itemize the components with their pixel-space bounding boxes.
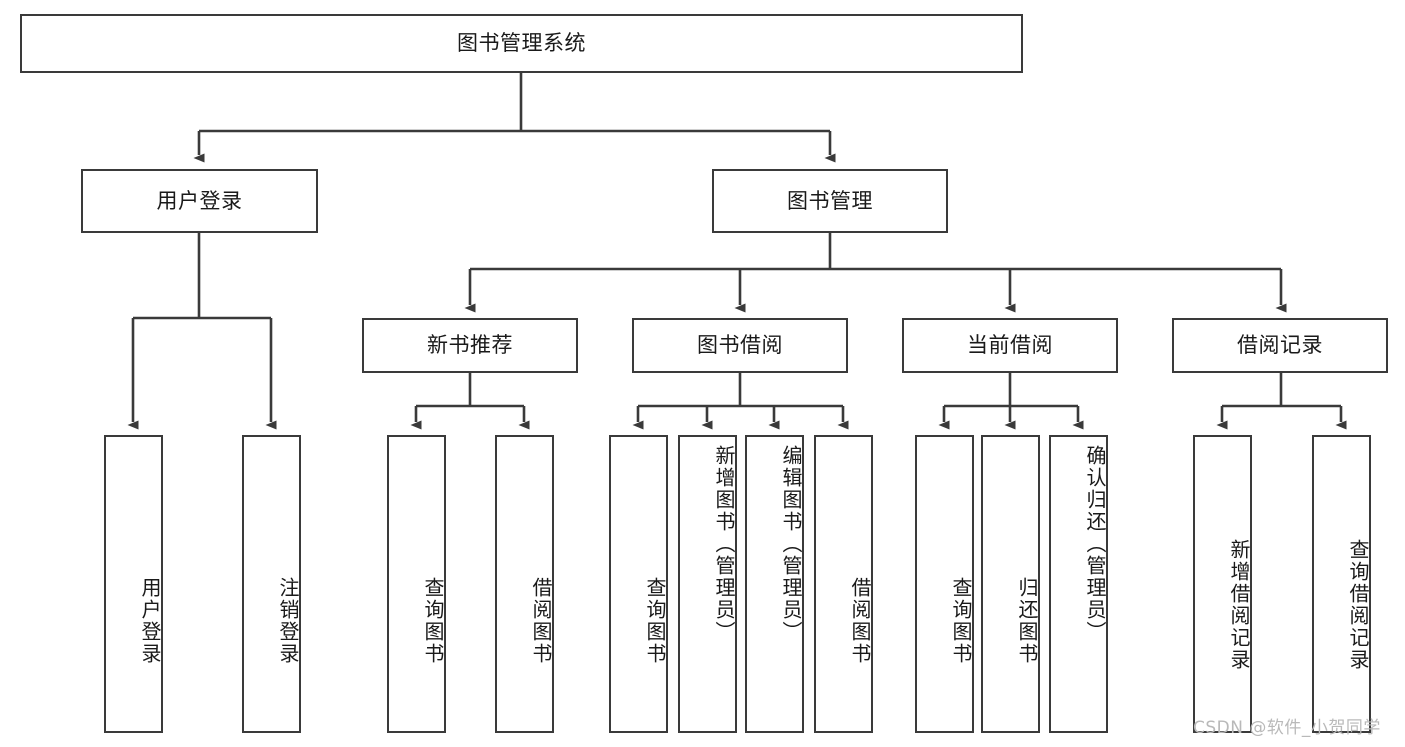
leaf-edit-book-admin[interactable]: 编辑图书（管理员） — [745, 435, 804, 733]
node-current-borrow[interactable]: 当前借阅 — [902, 318, 1118, 373]
leaf-user-login[interactable]: 用户登录 — [104, 435, 163, 733]
leaf-return-book[interactable]: 归还图书 — [981, 435, 1040, 733]
node-book-borrow[interactable]: 图书借阅 — [632, 318, 848, 373]
leaf-query-book-recommend[interactable]: 查询图书 — [387, 435, 446, 733]
leaf-user-logout[interactable]: 注销登录 — [242, 435, 301, 733]
leaf-query-book-current[interactable]: 查询图书 — [915, 435, 974, 733]
node-book-management[interactable]: 图书管理 — [712, 169, 948, 233]
leaf-query-borrow-record[interactable]: 查询借阅记录 — [1312, 435, 1371, 733]
leaf-confirm-return-admin[interactable]: 确认归还（管理员） — [1049, 435, 1108, 733]
leaf-borrow-book-recommend[interactable]: 借阅图书 — [495, 435, 554, 733]
node-root-book-management-system[interactable]: 图书管理系统 — [20, 14, 1023, 73]
csdn-watermark: CSDN @软件_小贺同学 — [1193, 718, 1381, 738]
leaf-query-book-borrow[interactable]: 查询图书 — [609, 435, 668, 733]
node-new-book-recommend[interactable]: 新书推荐 — [362, 318, 578, 373]
node-borrow-record[interactable]: 借阅记录 — [1172, 318, 1388, 373]
leaf-add-borrow-record[interactable]: 新增借阅记录 — [1193, 435, 1252, 733]
leaf-add-book-admin[interactable]: 新增图书（管理员） — [678, 435, 737, 733]
leaf-borrow-book-borrow[interactable]: 借阅图书 — [814, 435, 873, 733]
node-user-login[interactable]: 用户登录 — [81, 169, 318, 233]
